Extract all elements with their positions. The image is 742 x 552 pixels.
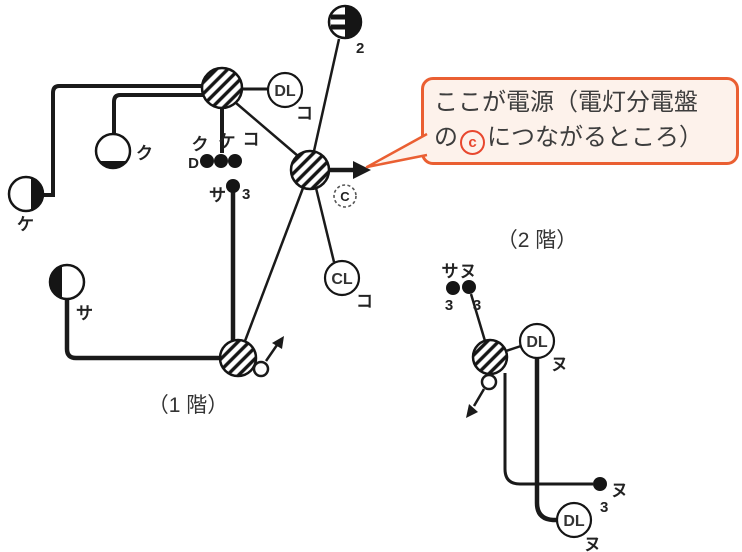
floor1-fixtures (7, 4, 363, 301)
ceiling-light-1f (323, 259, 361, 297)
label-downlight-2f-1: DL (526, 334, 548, 351)
junction-boxes (200, 66, 509, 378)
outlet-fill-half (345, 6, 361, 38)
power-arrow-head (353, 161, 371, 179)
floor1-wiring (44, 38, 341, 361)
callout-line1-text: ここが電源（電灯分電盤 (434, 89, 698, 116)
lamp-ku-shade (99, 161, 127, 168)
label-switch-ke: ケ (219, 132, 236, 151)
label-switch-ko: コ (243, 130, 260, 149)
riser-arrow-shaft (264, 344, 279, 362)
label-2f-switch-sa: サ (442, 262, 459, 281)
switch-sa-3way (226, 179, 240, 193)
label-lamp-ke: ケ (17, 215, 34, 234)
label-outlet-count: 2 (356, 40, 364, 57)
caption-floor1: （1 階） (148, 394, 229, 417)
floor2-switches (446, 280, 607, 491)
label-2f-switch-nu: ヌ (460, 262, 477, 281)
label-switch-prefix-d: D (188, 155, 199, 172)
label-switch-ku: ク (192, 135, 209, 154)
wire-2f-switches-to-jb (469, 293, 487, 342)
wire-2f-downlight1-to-downlight2 (534, 358, 557, 523)
junction-box-2f (471, 338, 509, 376)
label-2f-switch-sa-ways: 3 (445, 297, 453, 314)
label-source-c: C (340, 189, 350, 204)
outlet-bar-1 (331, 14, 345, 20)
switch-nu-2f (462, 280, 476, 294)
label-downlight-1f-suffix: コ (296, 104, 313, 123)
downlight-1f (266, 71, 304, 109)
wire-jb-top-to-lamp-ke (44, 84, 202, 197)
drop-arrow-shaft (472, 388, 486, 407)
wire-2f-jb-to-branch-switch (503, 373, 593, 486)
downlight-2f-1 (518, 322, 556, 360)
label-lamp-sa: サ (76, 304, 93, 323)
drop-circle (480, 373, 498, 391)
junction-box-1f-top (200, 66, 244, 110)
floor2-wiring (469, 293, 593, 523)
outlet-bar-2 (331, 24, 345, 30)
label-switch-sa: サ (209, 186, 226, 205)
wire-2f-jb-to-downlight1 (505, 344, 522, 353)
drop-arrow-head (466, 404, 478, 418)
label-downlight-1f: DL (274, 83, 296, 100)
labels: D ク ケ コ サ 3 ク ケ サ DL コ CL コ 2 C （1 階） （2… (17, 40, 628, 552)
callout-line1: ここが電源（電灯分電盤 (434, 85, 726, 120)
callout-line2-suffix: につながるところ） (487, 124, 703, 151)
junction-box-1f-center (289, 149, 331, 191)
switch-nu-branch (593, 477, 607, 491)
lamp-ke-shade (31, 177, 43, 211)
label-branch-switch-nu: ヌ (611, 481, 628, 500)
wire-jb-top-to-lamp-ku (112, 93, 203, 133)
label-downlight-2f-2: DL (563, 513, 585, 530)
wire-jb-center-to-jb-bottom (243, 187, 305, 342)
label-downlight-2f-2-suffix: ヌ (584, 535, 601, 552)
wire-lamp-sa-to-jb-bottom (64, 299, 220, 361)
label-ceiling-light: CL (331, 271, 353, 288)
label-downlight-2f-1-suffix: ヌ (551, 355, 568, 374)
floor2-fixtures (446, 280, 607, 539)
wire-jb-center-to-ceiling-light (314, 187, 336, 263)
caption-floor2: （2 階） (497, 229, 578, 252)
circled-c-badge: c (460, 130, 485, 155)
switch-ku (200, 154, 214, 168)
power-source-arrow (328, 161, 371, 179)
riser-arrow-head (272, 336, 284, 349)
switch-ko (228, 154, 242, 168)
label-ceiling-light-suffix: コ (356, 292, 373, 311)
riser-circle (252, 360, 270, 378)
wire-jb-top-to-jb-center (235, 102, 299, 157)
callout-line2-prefix: の (434, 124, 458, 151)
downlight-2f-2 (555, 501, 593, 539)
callout-tail (365, 132, 428, 169)
junction-box-1f-bottom (218, 338, 258, 378)
lamp-ku (94, 132, 132, 170)
outlet-symbol (327, 4, 363, 40)
wire-outlet-to-jb-center (312, 38, 341, 152)
label-branch-switch-ways: 3 (600, 499, 608, 516)
lamp-sa-shade (50, 265, 62, 299)
switch-ke (214, 154, 228, 168)
drop-symbol-2f (466, 373, 498, 418)
label-switch-sa-ways: 3 (242, 186, 250, 203)
label-2f-switch-nu-ways: 3 (473, 297, 481, 314)
switch-sa-2f (446, 281, 460, 295)
source-point-circle (333, 184, 357, 208)
label-lamp-ku: ク (136, 144, 153, 163)
circled-c-letter: c (468, 134, 477, 151)
riser-symbol-1f (252, 336, 284, 378)
floor1-switches (200, 154, 242, 193)
